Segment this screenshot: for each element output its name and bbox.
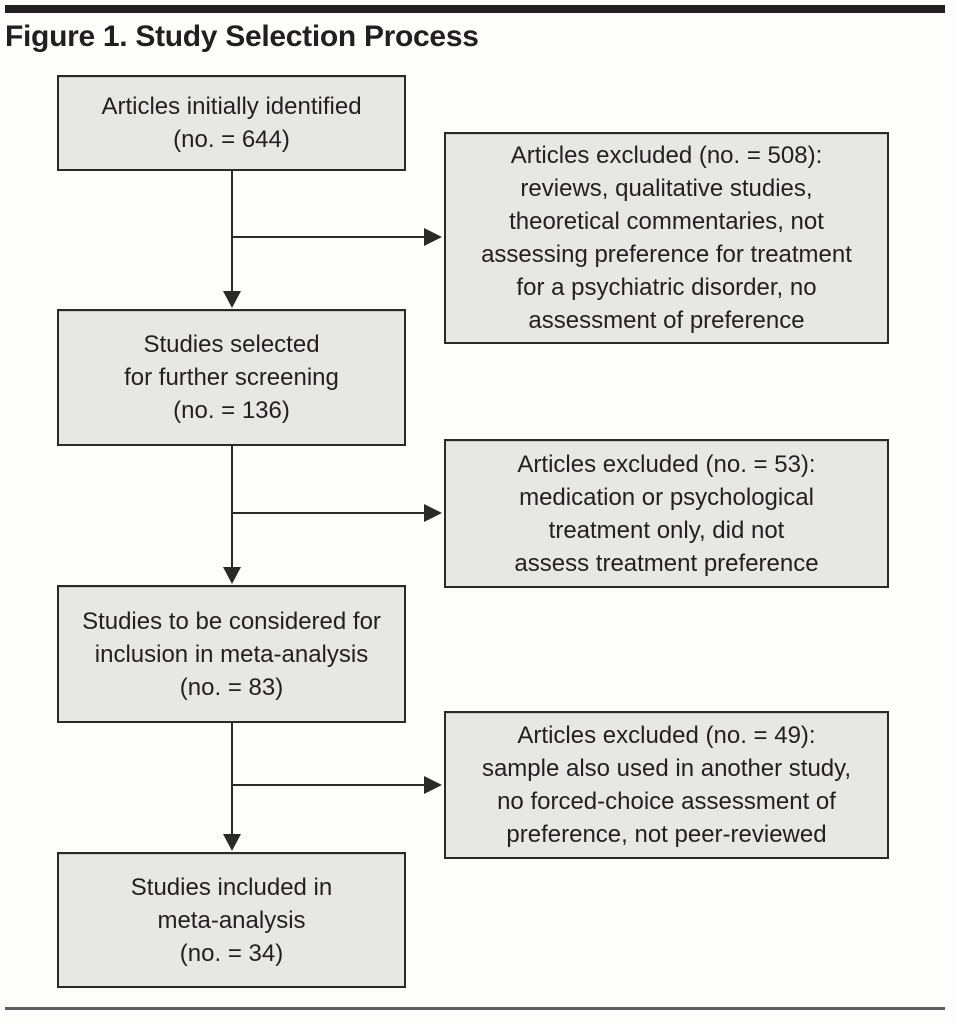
text-line: treatment only, did not: [548, 516, 785, 544]
text-line: Studies to be considered for: [82, 607, 381, 635]
text-line: (no. = 644): [173, 126, 290, 153]
text-line: Articles excluded (no. = 49):: [517, 722, 816, 749]
text-line: assessing preference for treatment: [481, 241, 852, 268]
box-studies-considered-for-inclusion: Studies to be considered for inclusion in…: [57, 585, 406, 723]
text-line: Studies selected: [143, 331, 320, 358]
arrowhead-down-icon: [223, 567, 241, 584]
text-line: for a psychiatric disorder, no: [516, 274, 817, 301]
text-line: meta-analysis: [157, 906, 306, 934]
text-line: (no. = 34): [179, 939, 284, 967]
arrowhead-down-icon: [223, 834, 241, 851]
text-line: Articles excluded (no. = 508):: [510, 142, 823, 169]
text-line: theoretical commentaries, not: [509, 208, 824, 235]
top-rule: [5, 5, 945, 13]
text-line: no forced-choice assessment of: [497, 788, 836, 815]
box-studies-selected-for-screening: Studies selected for further screening (no…: [57, 309, 406, 446]
text-line: (no. = 83): [179, 673, 284, 701]
box-articles-initially-identified: Articles initially identified (no. = 644): [57, 75, 406, 171]
bottom-rule: [5, 1007, 945, 1010]
text-line: reviews, qualitative studies,: [520, 175, 813, 202]
box-articles-excluded-53: Articles excluded (no. = 53): medication …: [444, 439, 889, 588]
text-line: inclusion in meta-analysis: [94, 640, 369, 668]
box-studies-included-in-meta-analysis: Studies included in meta-analysis (no. = 3…: [57, 852, 406, 988]
box-articles-excluded-508: Articles excluded (no. = 508): reviews, q…: [444, 132, 889, 344]
text-line: Articles excluded (no. = 53):: [517, 450, 816, 478]
arrowhead-right-icon: [424, 776, 442, 794]
figure-title: Figure 1. Study Selection Process: [5, 20, 479, 53]
text-line: preference, not peer-reviewed: [506, 821, 827, 848]
text-line: (no. = 136): [173, 397, 290, 424]
text-line: medication or psychological: [519, 483, 814, 511]
arrowhead-down-icon: [223, 291, 241, 308]
text-line: assess treatment preference: [514, 549, 819, 577]
arrowhead-right-icon: [424, 504, 442, 522]
text-line: assessment of preference: [528, 307, 805, 334]
box-articles-excluded-49: Articles excluded (no. = 49): sample also…: [444, 711, 889, 859]
arrowhead-right-icon: [424, 228, 442, 246]
text-line: for further screening: [124, 364, 339, 391]
text-line: sample also used in another study,: [481, 755, 852, 782]
text-line: Articles initially identified: [101, 93, 362, 120]
text-line: Studies included in: [130, 873, 333, 901]
